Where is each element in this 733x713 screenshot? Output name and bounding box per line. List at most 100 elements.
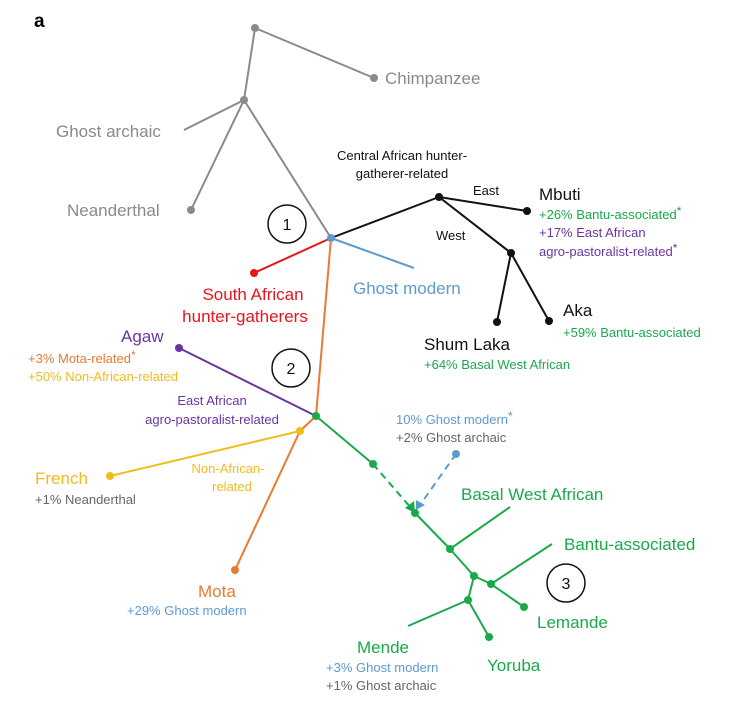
node-east-african-split <box>312 412 320 420</box>
node-shum-laka <box>493 318 501 326</box>
label-non-african-2: related <box>212 479 252 494</box>
asterisk: * <box>673 241 678 255</box>
label-mbuti: Mbuti <box>539 185 581 204</box>
west-african-nodes <box>312 412 528 641</box>
edge-basal-west-african <box>449 506 511 550</box>
node-dashed-start <box>369 460 377 468</box>
label-east-african-1: East African <box>177 393 246 408</box>
node-root <box>251 24 259 32</box>
marker-1-label: 1 <box>283 217 292 234</box>
marker-3-label: 3 <box>562 576 571 593</box>
marker-3: 3 <box>546 563 586 603</box>
aka-annotation: +59% Bantu-associated <box>563 325 701 340</box>
node-aka <box>545 317 553 325</box>
node-yoruba <box>485 633 493 641</box>
west-african-branches <box>315 415 553 638</box>
node-chimpanzee <box>370 74 378 82</box>
node-west-split <box>507 249 515 257</box>
edge-south-african <box>253 237 332 274</box>
node-bantu-split <box>470 572 478 580</box>
node-central-split <box>435 193 443 201</box>
edge-central-stem <box>330 196 440 239</box>
label-aka: Aka <box>563 301 593 320</box>
edge-ghost-archaic <box>183 99 245 131</box>
node-ghost-source <box>452 450 460 458</box>
edge-root-archaic-split <box>243 27 256 101</box>
label-east: East <box>473 183 499 198</box>
ghost-annotation-1: 10% Ghost modern* <box>396 409 513 427</box>
edge-ghost-admixture <box>419 453 457 506</box>
edge-to-bantu-split <box>449 548 475 577</box>
marker-2-label: 2 <box>287 361 296 378</box>
label-basal-west-african: Basal West African <box>461 485 603 504</box>
asterisk: * <box>677 204 682 218</box>
label-central-african-1: Central African hunter- <box>337 148 467 163</box>
label-south-african-2: hunter-gatherers <box>182 307 308 326</box>
node-basal-split <box>446 545 454 553</box>
edge-yoruba <box>467 599 490 638</box>
node-mbuti <box>523 207 531 215</box>
edge-orange-stem <box>315 237 332 417</box>
label-french: French <box>35 469 88 488</box>
node-neanderthal <box>187 206 195 214</box>
label-bantu-associated: Bantu-associated <box>564 535 695 554</box>
label-neanderthal: Neanderthal <box>67 201 160 220</box>
edge-to-mende-split <box>467 575 475 601</box>
label-lemande: Lemande <box>537 613 608 632</box>
agaw-annotation-1: +3% Mota-related* <box>28 348 136 366</box>
node-mende-split <box>464 596 472 604</box>
edge-shum-laka <box>496 252 512 323</box>
edge-mbuti <box>438 196 528 212</box>
node-lemande-split <box>487 580 495 588</box>
edge-green-stem <box>315 415 374 465</box>
marker-1: 1 <box>267 204 307 244</box>
edge-agaw <box>178 347 317 417</box>
label-mende: Mende <box>357 638 409 657</box>
label-ghost-modern: Ghost modern <box>353 279 461 298</box>
node-mota <box>231 566 239 574</box>
asterisk: * <box>131 348 136 362</box>
mbuti-annotation-1: +26% Bantu-associated* <box>539 204 682 222</box>
mbuti-annotation-2: +17% East African <box>539 225 646 240</box>
label-non-african-1: Non-African- <box>192 461 265 476</box>
agaw-annotation-2: +50% Non-African-related <box>28 369 178 384</box>
ghost-arrow-head <box>416 500 425 510</box>
mende-annotation-1: +3% Ghost modern <box>326 660 438 675</box>
french-annotation: +1% Neanderthal <box>35 492 136 507</box>
node-lemande <box>520 603 528 611</box>
node-modern-root <box>327 234 335 242</box>
central-african-nodes <box>435 193 553 326</box>
node-archaic-split <box>240 96 248 104</box>
label-chimpanzee: Chimpanzee <box>385 69 480 88</box>
label-south-african-1: South African <box>202 285 303 304</box>
edge-french <box>109 430 301 477</box>
label-yoruba: Yoruba <box>487 656 541 675</box>
mende-annotation-2: +1% Ghost archaic <box>326 678 437 693</box>
central-african-branches <box>330 196 550 323</box>
edge-neanderthal <box>190 99 245 211</box>
edge-green-dashed <box>372 463 412 509</box>
edge-mota <box>234 430 301 571</box>
edge-mende <box>407 599 469 627</box>
label-central-african-2: gatherer-related <box>356 166 449 181</box>
asterisk: * <box>508 409 513 423</box>
edge-west-stem <box>438 196 512 254</box>
label-agaw: Agaw <box>121 327 164 346</box>
archaic-nodes <box>187 24 378 214</box>
node-south-african <box>250 269 258 277</box>
label-ghost-archaic: Ghost archaic <box>56 122 161 141</box>
edge-modern-stem <box>243 99 332 239</box>
label-west: West <box>436 228 466 243</box>
mota-annotation: +29% Ghost modern <box>127 603 247 618</box>
edge-root-chimp <box>254 27 375 79</box>
panel-letter: a <box>34 11 45 32</box>
edge-ghost-modern <box>330 237 415 269</box>
node-non-african <box>296 427 304 435</box>
label-mota: Mota <box>198 582 236 601</box>
marker-2: 2 <box>271 348 311 388</box>
node-admix-target <box>411 509 419 517</box>
mbuti-annotation-3: agro-pastoralist-related* <box>539 241 678 259</box>
edge-aka <box>510 252 550 322</box>
edge-bantu-associated <box>490 543 553 585</box>
